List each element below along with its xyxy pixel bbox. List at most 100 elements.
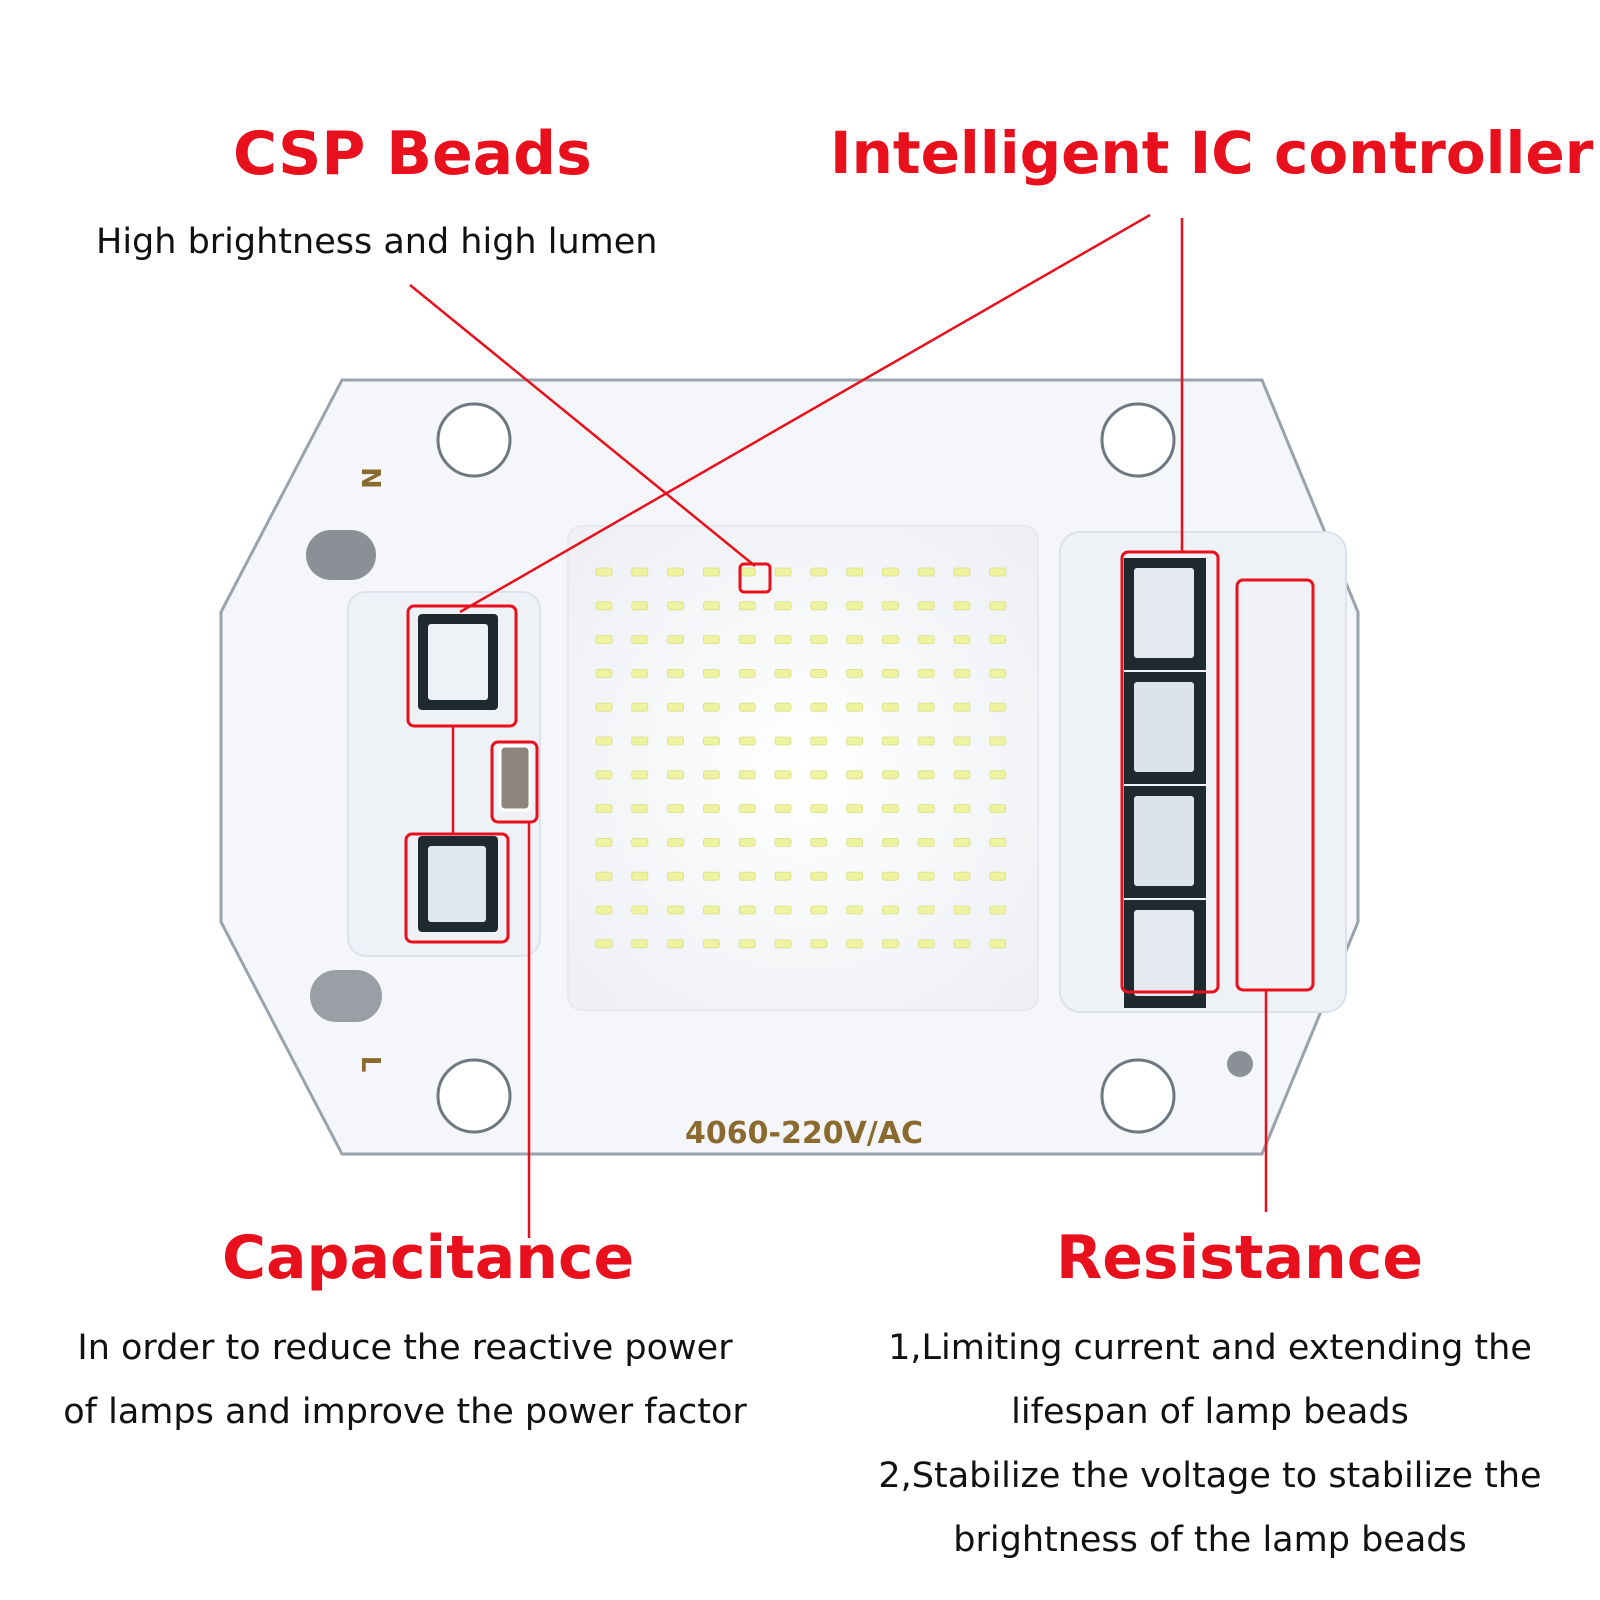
led-bead <box>738 804 756 813</box>
led-bead <box>667 567 684 577</box>
led-bead <box>953 567 971 577</box>
led-bead <box>989 838 1007 847</box>
led-bead <box>595 905 613 915</box>
led-bead <box>631 804 649 813</box>
led-bead <box>917 567 935 577</box>
led-bead <box>738 871 756 881</box>
led-bead <box>774 871 792 881</box>
highlight-capacitor-top <box>406 604 518 728</box>
led-bead <box>595 770 613 780</box>
led-bead <box>989 871 1007 881</box>
led-bead <box>703 702 720 712</box>
led-bead <box>846 939 863 949</box>
led-bead <box>810 601 828 611</box>
led-bead <box>703 567 720 577</box>
led-bead <box>882 770 899 780</box>
resistance-title: Resistance <box>1056 1223 1424 1293</box>
led-bead <box>989 567 1007 577</box>
led-bead <box>989 905 1007 915</box>
led-bead <box>595 939 613 949</box>
led-bead <box>631 838 649 847</box>
highlight-capacitor-bottom <box>404 832 510 944</box>
solder-pad-n <box>306 530 376 580</box>
led-bead <box>738 635 756 644</box>
capacitance-title: Capacitance <box>222 1223 635 1293</box>
led-bead <box>846 905 863 915</box>
led-bead <box>810 905 828 915</box>
led-bead <box>595 804 613 813</box>
led-bead <box>774 635 792 644</box>
led-bead <box>631 635 649 644</box>
led-bead <box>703 838 720 847</box>
solder-pad-l <box>310 970 382 1022</box>
led-bead <box>703 939 720 949</box>
led-bead <box>989 635 1007 644</box>
leader-csp <box>409 284 756 567</box>
mounting-hole-bottom-right <box>1100 1058 1176 1134</box>
led-bead <box>989 939 1007 949</box>
led-bead <box>595 702 613 712</box>
led-bead <box>810 669 828 678</box>
led-bead <box>953 635 971 644</box>
led-bead <box>882 702 899 712</box>
led-bead <box>631 669 649 678</box>
led-bead <box>667 939 684 949</box>
led-bead <box>810 702 828 712</box>
led-bead <box>774 601 792 611</box>
led-bead <box>595 669 613 678</box>
led-bead <box>595 736 613 746</box>
capacitance-description: In order to reduce the reactive power of… <box>63 1328 747 1432</box>
led-bead <box>917 736 935 746</box>
led-bead <box>953 838 971 847</box>
led-bead <box>846 635 863 644</box>
led-bead <box>738 770 756 780</box>
led-bead <box>917 804 935 813</box>
led-bead <box>631 567 649 577</box>
led-bead <box>917 601 935 611</box>
ic-chip-column <box>1124 558 1206 1008</box>
led-bead <box>703 871 720 881</box>
led-bead <box>667 736 684 746</box>
led-bead <box>631 770 649 780</box>
pad-n-label: N <box>355 467 385 489</box>
led-bead <box>846 669 863 678</box>
led-bead <box>703 669 720 678</box>
led-bead <box>703 601 720 611</box>
led-bead <box>846 736 863 746</box>
led-bead <box>738 702 756 712</box>
led-bead <box>953 601 971 611</box>
led-bead <box>774 702 792 712</box>
led-bead <box>953 736 971 746</box>
led-bead <box>882 804 899 813</box>
csp-beads-title: CSP Beads <box>233 119 592 189</box>
csp-beads-description: High brightness and high lumen <box>96 222 658 262</box>
led-bead <box>738 567 756 577</box>
led-bead <box>667 838 684 847</box>
led-bead <box>631 601 649 611</box>
led-bead <box>738 601 756 611</box>
led-bead <box>738 939 756 949</box>
led-bead <box>667 905 684 915</box>
led-bead <box>882 905 899 915</box>
led-bead <box>989 601 1007 611</box>
led-bead <box>989 702 1007 712</box>
led-bead <box>917 939 935 949</box>
led-bead <box>595 871 613 881</box>
led-bead <box>631 736 649 746</box>
led-bead <box>810 871 828 881</box>
resistor-strip <box>1243 586 1315 986</box>
led-bead <box>774 567 792 577</box>
led-bead <box>774 838 792 847</box>
led-bead <box>738 838 756 847</box>
led-bead <box>989 804 1007 813</box>
led-bead <box>810 736 828 746</box>
led-bead <box>989 736 1007 746</box>
led-bead <box>846 567 863 577</box>
led-bead <box>774 669 792 678</box>
led-bead <box>917 635 935 644</box>
small-capacitor <box>498 744 532 812</box>
led-bead <box>595 567 613 577</box>
led-bead <box>953 871 971 881</box>
ic-controller-title: Intelligent IC controller <box>830 119 1594 187</box>
led-bead <box>917 669 935 678</box>
